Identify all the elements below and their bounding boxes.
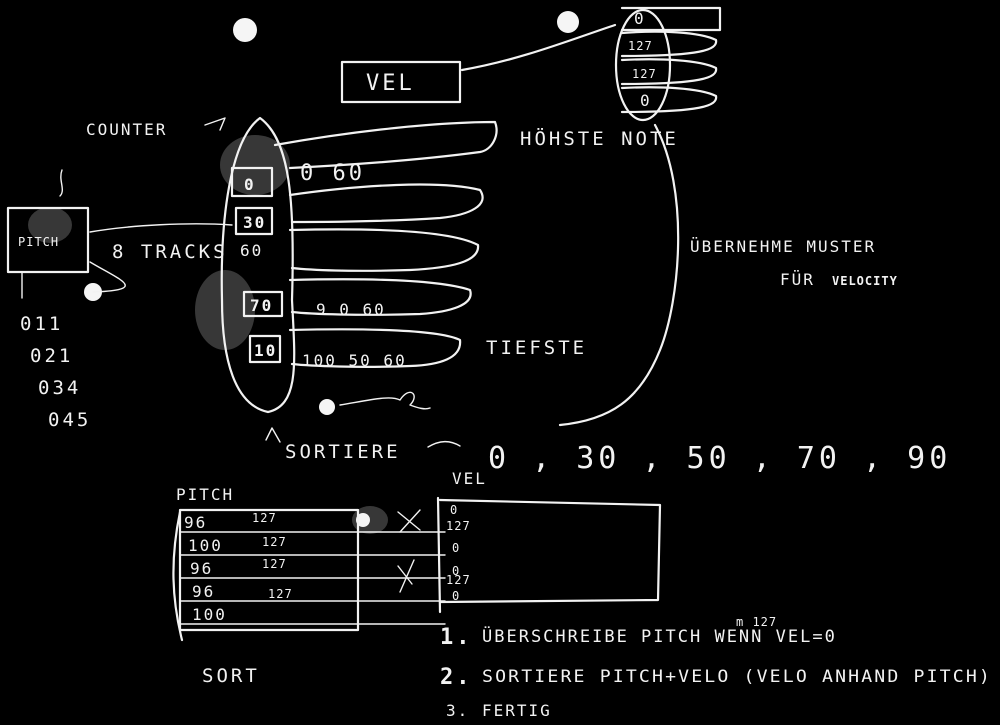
vel-table-value: 0 [452, 589, 460, 603]
counter-key-box [242, 290, 284, 318]
vel-cell: 127 [268, 587, 293, 601]
vel-stack-row [620, 86, 718, 114]
counter-row [288, 278, 472, 316]
squiggle [339, 391, 431, 410]
chalk-dot [356, 513, 370, 527]
side-number: 021 [30, 345, 73, 367]
step-text: FERTIG [482, 701, 552, 720]
side-number: 011 [20, 313, 63, 335]
vel-table-header: VEL [452, 469, 487, 488]
step-text: SORTIERE PITCH+VELO (VELO ANHAND PITCH) [482, 667, 992, 687]
counter-values: 9 0 60 [316, 300, 386, 319]
counter-key: 70 [250, 296, 273, 315]
vel-table-value: 0 [450, 503, 458, 517]
pitch-cell: 100 [188, 536, 223, 555]
sortiere-label: SORTIERE [285, 441, 401, 463]
vel-cell: 127 [262, 535, 287, 549]
pitch-box-hook [59, 169, 63, 197]
counter-row [288, 183, 484, 224]
vel-stack-value: 127 [632, 67, 657, 81]
pitch-table-frame [178, 508, 360, 632]
side-number: 045 [48, 409, 91, 431]
counter-key-box [248, 334, 282, 364]
tiefste-label: TIEFSTE [486, 337, 587, 359]
step-number: 3. [446, 701, 469, 720]
vel-table-value: 127 [446, 573, 471, 587]
velocity-label: VELOCITY [832, 274, 898, 288]
sortiere-arrow [265, 427, 281, 443]
counter-values: 0 60 [300, 161, 365, 186]
chalk-dot [557, 11, 579, 33]
vel-table-value: 127 [446, 519, 471, 533]
pitch-to-dot-line [89, 261, 126, 293]
vel-stack-oval [614, 8, 672, 122]
vel-to-sort-curve [558, 123, 680, 427]
pitch-box [6, 206, 90, 274]
vel-stack-row [620, 58, 718, 86]
chalk-smudge [28, 207, 72, 243]
counter-key: 30 [243, 213, 266, 232]
cross-mark [397, 559, 415, 593]
step-text: ÜBERSCHREIBE PITCH WENN VEL=0 [482, 625, 837, 647]
chalk-dot [319, 399, 335, 415]
step-number: 2. [440, 665, 473, 690]
cross-mark [397, 509, 421, 533]
vel-table-divider [436, 496, 442, 614]
vel-table-value: 0 [452, 541, 460, 555]
vel-box [340, 60, 462, 104]
vel-stack-value: 0 [640, 91, 652, 110]
counter-key-box [230, 166, 274, 198]
vel-stack-value: 127 [628, 39, 653, 53]
counter-key: 10 [254, 341, 277, 360]
vel-stack-row [620, 6, 722, 32]
counter-row [273, 120, 498, 170]
pitch-to-counter-line [89, 223, 233, 233]
hoehste-note-label: HÖHSTE NOTE [520, 127, 679, 150]
vel-stack-row [620, 30, 718, 58]
uebernehme-label: ÜBERNEHME MUSTER [690, 237, 876, 256]
pitch-box-label: PITCH [18, 235, 59, 249]
pitch-cell: 96 [190, 559, 213, 578]
chalk-dot [233, 18, 257, 42]
small-mark: m 127 [736, 615, 777, 629]
side-number: 034 [38, 377, 81, 399]
tracks-label: 8 TRACKS [112, 241, 228, 263]
chalk-smudge [195, 270, 255, 350]
sortiere-dash [427, 440, 461, 448]
vel-table-frame [438, 498, 662, 604]
vel-box-label: VEL [366, 71, 415, 96]
pitch-cell: 100 [192, 605, 227, 624]
vel-stack-value: 0 [634, 9, 646, 28]
fuer-label: FÜR [780, 270, 815, 289]
counter-label: COUNTER [86, 120, 167, 139]
counter-arrow [204, 117, 226, 131]
counter-row [288, 228, 480, 272]
vel-cell: 127 [252, 511, 277, 525]
vel-table-value: 0 [452, 564, 460, 578]
sort-label: SORT [202, 665, 260, 687]
sort-sequence: 0 , 30 , 50 , 70 , 90 [488, 441, 951, 476]
vel-connector [460, 23, 617, 72]
counter-values: 60 [240, 241, 263, 260]
counter-key-box [234, 206, 274, 236]
vel-cell: 127 [262, 557, 287, 571]
counter-row [288, 328, 462, 368]
pitch-cell: 96 [192, 582, 215, 601]
pitch-table-header: PITCH [176, 485, 234, 504]
counter-values: 100 50 60 [302, 351, 407, 370]
counter-key: 0 [244, 175, 256, 194]
pitch-cell: 96 [184, 513, 207, 532]
counter-oval [220, 116, 296, 414]
step-number: 1. [440, 625, 473, 650]
